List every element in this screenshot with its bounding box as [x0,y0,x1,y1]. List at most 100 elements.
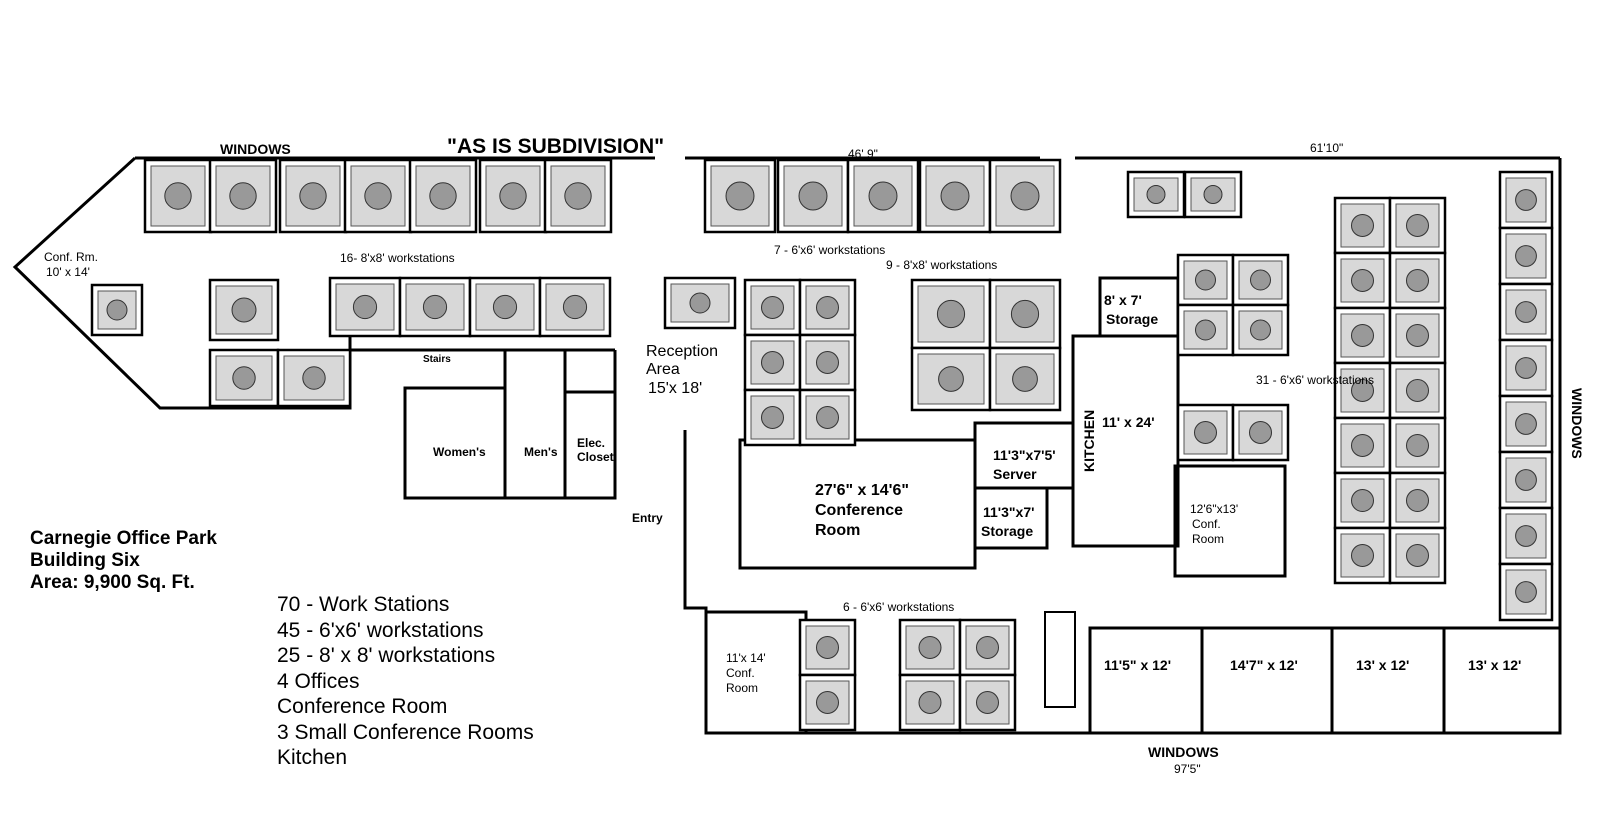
chair-icon [1406,269,1429,292]
ws9-label: 9 - 8'x8' workstations [886,258,998,272]
ws16-label: 16- 8'x8' workstations [340,251,455,265]
conference-label-2: Room [815,522,861,539]
chair-icon [816,296,839,319]
chair-icon [232,366,256,390]
office-1 [1088,626,1204,735]
chair-icon [1351,269,1374,292]
chair-icon [798,181,828,211]
legend: 70 - Work Stations 45 - 6'x6' workstatio… [277,592,534,771]
conf-rm-label: Conf. Rm. [44,250,99,264]
kitchen-dim: 11' x 24' [1102,414,1155,430]
ws7-label: 7 - 6'x6' workstations [774,243,886,257]
chair-icon [1351,379,1374,402]
elec-label: Elec. [577,436,606,450]
chair-icon [499,182,527,210]
chair-icon [564,182,592,210]
office-4 [1442,626,1562,735]
chair-icon [231,297,257,323]
legend-item: 25 - 8' x 8' workstations [277,644,496,667]
storage-dim: 11'3"x7' [983,504,1035,520]
chair-icon [761,296,784,319]
legend-item: Conference Room [277,695,448,718]
dim-top-right: 61'10" [1310,141,1344,155]
chair-icon [1406,379,1429,402]
desk-icon [1133,177,1179,212]
kitchen-label: KITCHEN [1081,409,1097,472]
chair-icon [761,351,784,374]
chair-icon [1406,434,1429,457]
office-4-dim: 13' x 12' [1468,657,1522,673]
office-3 [1330,626,1446,735]
office-2 [1200,626,1334,735]
chair-icon [1515,413,1537,435]
chair-icon [940,181,970,211]
chair-icon [918,691,942,714]
chair-icon [1203,185,1223,204]
chair-icon [1351,434,1374,457]
small-conf-room [1173,464,1287,578]
dim-top-mid: 46' 9" [848,147,878,161]
chair-icon [761,406,784,429]
storage2-dim: 8' x 7' [1104,292,1142,308]
chair-icon [1194,421,1217,444]
windows-right-label: WINDOWS [1569,388,1585,459]
dim-bottom: 97'5" [1174,762,1201,776]
chair-icon [1146,185,1166,204]
ws6-label: 6 - 6'x6' workstations [843,600,955,614]
plan-title: "AS IS SUBDIVISION" [447,135,665,158]
chair-icon [1406,214,1429,237]
building-sub: Building Six [30,550,140,571]
reception-dim: 15'x 18' [648,380,703,397]
stair-bottom [1044,611,1076,708]
chair-icon [918,636,942,659]
chair-icon [1406,324,1429,347]
stairs-label: Stairs [423,354,451,365]
chair-icon [816,691,839,714]
chair-icon [689,292,711,314]
chair-icon [1195,269,1216,291]
chair-icon [229,182,257,210]
conf-small-label-1: Conf. [1192,517,1221,531]
conf-left-label-2: Room [726,681,759,695]
conf-left-dim: 11'x 14' [726,651,766,665]
chair-icon [1515,301,1537,323]
chair-icon [725,181,755,211]
chair-icon [816,406,839,429]
chair-icon [164,182,192,210]
mens-label: Men's [524,445,558,459]
ws31-label: 31 - 6'x6' workstations [1256,373,1374,387]
chair-icon [1195,319,1216,341]
server-label: Server [993,466,1037,482]
reception-label-2: Area [646,361,680,378]
mens-room [503,348,567,500]
chair-icon [352,294,378,320]
chair-icon [1351,489,1374,512]
conf-left-room [704,610,808,735]
storage-room [973,486,1049,550]
conference-label-1: Conference [815,502,904,519]
legend-item: 4 Offices [277,669,360,693]
building-name: Carnegie Office Park [30,528,217,549]
office-3-dim: 13' x 12' [1356,657,1410,673]
building-info: Carnegie Office Park Building Six Area: … [30,528,217,594]
chair-icon [1515,525,1537,547]
legend-item: 3 Small Conference Rooms [277,720,534,744]
chair-icon [106,299,128,321]
chair-icon [1250,269,1271,291]
chair-icon [976,636,999,659]
chair-icon [1351,544,1374,567]
workstations-group [90,158,1554,732]
chair-icon [1406,544,1429,567]
chair-icon [1351,214,1374,237]
chair-icon [302,366,326,390]
storage-label: Storage [981,523,1034,539]
chair-icon [562,294,588,320]
chair-icon [299,182,327,210]
chair-icon [1515,245,1537,267]
conf-rm-dim: 10' x 14' [46,265,90,279]
chair-icon [1249,421,1272,444]
chair-icon [1515,469,1537,491]
reception-label: Reception [646,343,719,360]
conf-left-label-1: Conf. [726,666,755,680]
